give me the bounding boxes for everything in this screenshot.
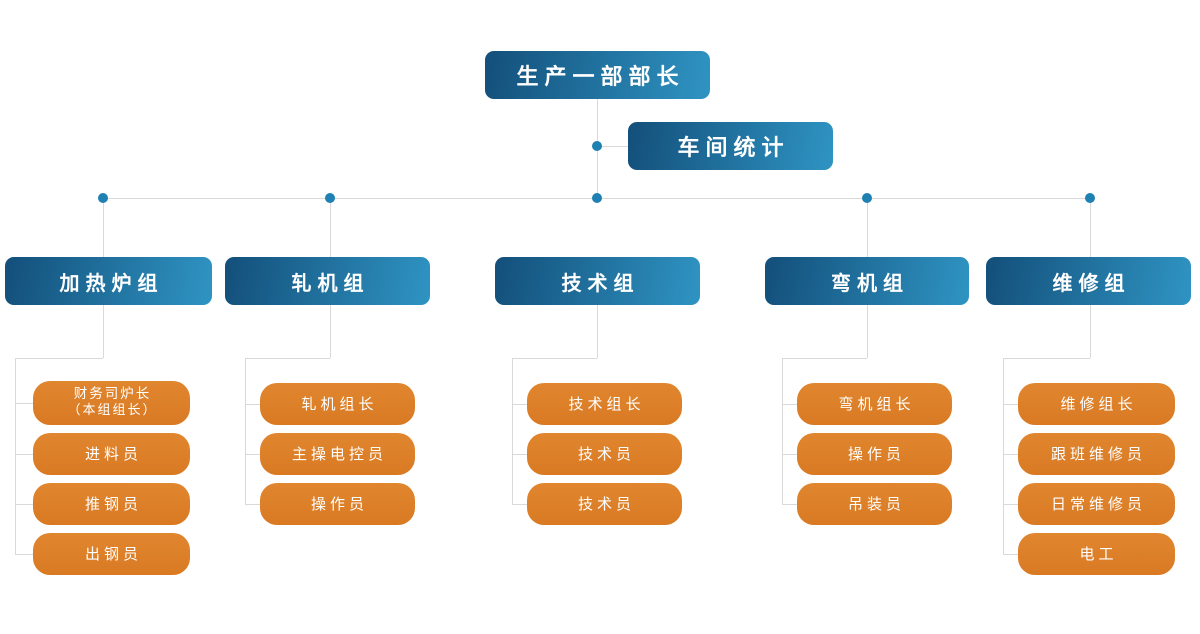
connector-line xyxy=(782,358,867,359)
group-node-heating-furnace: 加热炉组 xyxy=(5,257,212,305)
junction-dot xyxy=(325,193,335,203)
member-label: 弯机组长 xyxy=(838,394,915,413)
member-node: 跟班维修员 xyxy=(1018,433,1175,475)
member-label: 财务司炉长 xyxy=(73,386,152,403)
member-node: 推钢员 xyxy=(33,483,190,525)
member-label: 技术组长 xyxy=(568,394,645,413)
member-node: 主操电控员 xyxy=(260,433,415,475)
connector-line xyxy=(245,358,246,504)
group-label: 维修组 xyxy=(1052,270,1131,295)
member-node: 日常维修员 xyxy=(1018,483,1175,525)
member-label: 轧机组长 xyxy=(301,394,378,413)
member-label: 技术员 xyxy=(577,494,635,513)
connector-line xyxy=(330,305,331,358)
junction-dot xyxy=(862,193,872,203)
member-label: 吊装员 xyxy=(847,494,905,513)
connector-line xyxy=(1003,554,1018,555)
junction-dot xyxy=(98,193,108,203)
member-label: 操作员 xyxy=(847,444,905,463)
connector-line xyxy=(245,358,330,359)
member-label: 出钢员 xyxy=(84,544,142,563)
connector-line xyxy=(782,404,797,405)
connector-line xyxy=(1003,358,1090,359)
group-node-bending-machine: 弯机组 xyxy=(765,257,969,305)
member-node: 财务司炉长 （本组组长） xyxy=(33,381,190,425)
connector-line xyxy=(782,454,797,455)
connector-line xyxy=(597,146,628,147)
member-node: 进料员 xyxy=(33,433,190,475)
node-root: 生产一部部长 xyxy=(485,51,710,99)
member-label: 日常维修员 xyxy=(1050,494,1146,513)
member-node: 电工 xyxy=(1018,533,1175,575)
node-workshop-statistics-label: 车间统计 xyxy=(677,136,790,161)
connector-line xyxy=(867,305,868,358)
member-node: 操作员 xyxy=(260,483,415,525)
junction-dot xyxy=(592,193,602,203)
connector-line xyxy=(103,198,104,257)
connector-line xyxy=(15,504,33,505)
member-node: 出钢员 xyxy=(33,533,190,575)
connector-line xyxy=(782,504,797,505)
group-node-rolling-mill: 轧机组 xyxy=(225,257,430,305)
connector-line xyxy=(512,358,513,504)
connector-line xyxy=(15,554,33,555)
connector-line xyxy=(1003,358,1004,554)
member-node: 技术组长 xyxy=(527,383,682,425)
connector-line xyxy=(1003,504,1018,505)
member-label: 维修组长 xyxy=(1060,394,1137,413)
member-node: 维修组长 xyxy=(1018,383,1175,425)
member-node: 轧机组长 xyxy=(260,383,415,425)
junction-dot xyxy=(592,141,602,151)
connector-line xyxy=(245,404,260,405)
connector-line xyxy=(512,358,597,359)
connector-line xyxy=(512,404,527,405)
connector-line xyxy=(15,358,103,359)
connector-line xyxy=(330,198,331,257)
group-node-maintenance: 维修组 xyxy=(986,257,1191,305)
connector-line xyxy=(1090,198,1091,257)
connector-line xyxy=(512,454,527,455)
member-label: 推钢员 xyxy=(84,494,142,513)
connector-line xyxy=(15,454,33,455)
member-label: 跟班维修员 xyxy=(1050,444,1146,463)
connector-line xyxy=(15,403,33,404)
member-node: 弯机组长 xyxy=(797,383,952,425)
member-node: 吊装员 xyxy=(797,483,952,525)
member-label: 主操电控员 xyxy=(291,444,387,463)
connector-line xyxy=(15,358,16,554)
member-label: 进料员 xyxy=(84,444,142,463)
group-node-technology: 技术组 xyxy=(495,257,700,305)
connector-line xyxy=(782,358,783,504)
connector-line xyxy=(245,504,260,505)
connector-line xyxy=(867,198,868,257)
connector-line xyxy=(1090,305,1091,358)
member-label: 操作员 xyxy=(310,494,368,513)
group-label: 技术组 xyxy=(561,270,640,295)
connector-line xyxy=(103,305,104,358)
member-sublabel: （本组组长） xyxy=(67,403,158,419)
group-label: 加热炉组 xyxy=(59,270,164,295)
member-node: 操作员 xyxy=(797,433,952,475)
junction-dot xyxy=(1085,193,1095,203)
node-root-label: 生产一部部长 xyxy=(516,65,685,90)
member-label: 技术员 xyxy=(577,444,635,463)
member-node: 技术员 xyxy=(527,483,682,525)
group-label: 弯机组 xyxy=(831,270,909,295)
connector-line xyxy=(245,454,260,455)
connector-line xyxy=(597,305,598,358)
member-node: 技术员 xyxy=(527,433,682,475)
group-label: 轧机组 xyxy=(291,270,370,295)
member-label: 电工 xyxy=(1079,544,1118,563)
connector-line xyxy=(1003,404,1018,405)
node-workshop-statistics: 车间统计 xyxy=(628,122,833,170)
connector-line xyxy=(1003,454,1018,455)
connector-line xyxy=(512,504,527,505)
